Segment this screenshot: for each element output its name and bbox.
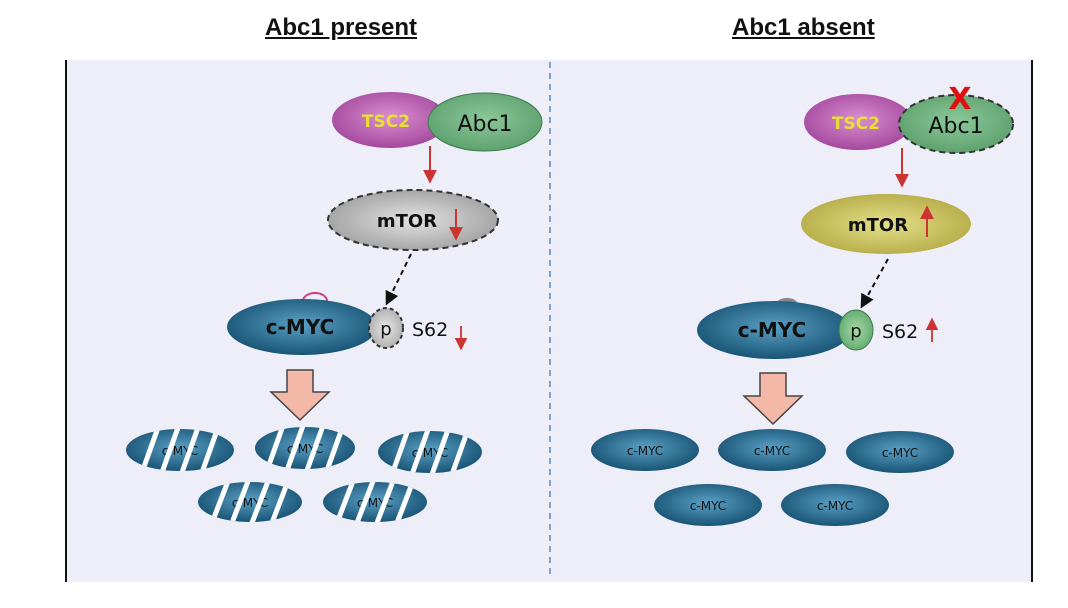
right-mtor-label: mTOR (848, 215, 908, 236)
right-product-label-1: c-MYC (627, 444, 663, 458)
left-mtor-to-p-arrow (385, 253, 412, 306)
left-phospho-label: p (380, 319, 391, 340)
left-s62-label: S62 (412, 319, 448, 341)
right-abc1-label: Abc1 (928, 114, 983, 139)
left-tsc2-label: TSC2 (362, 112, 410, 132)
left-block-arrow (269, 369, 331, 422)
left-tsc2-node (332, 92, 448, 148)
left-abc1-node (427, 92, 543, 152)
right-cmyc-product-3: c-MYC (846, 431, 954, 473)
left-degraded-cmyc-5: c-MYC (323, 482, 427, 522)
right-cmyc-product-2: c-MYC (718, 429, 826, 471)
right-abc1-node (898, 94, 1014, 154)
right-panel-title: Abc1 absent (732, 14, 875, 41)
left-residual-mark (302, 292, 328, 302)
right-tsc2-label: TSC2 (832, 114, 880, 134)
left-phospho-node (368, 307, 404, 349)
right-cmyc-product-1: c-MYC (591, 429, 699, 471)
right-s62-label: S62 (882, 321, 918, 343)
left-cmyc-node (227, 299, 377, 355)
right-tsc2-node (804, 94, 912, 150)
left-degraded-cmyc-3: c-MYC (378, 431, 482, 473)
right-cmyc-label: c-MYC (738, 318, 807, 342)
right-cmyc-product-4: c-MYC (654, 484, 762, 526)
right-product-label-4: c-MYC (690, 499, 726, 513)
left-cmyc-label: c-MYC (266, 315, 335, 339)
left-mtor-label: mTOR (377, 211, 437, 232)
right-abc1-knockout-mark: X (948, 82, 971, 117)
right-product-label-5: c-MYC (817, 499, 853, 513)
right-product-label-3: c-MYC (882, 446, 918, 460)
right-phospho-node (838, 309, 874, 351)
right-block-arrow (742, 372, 804, 426)
right-phospho-label: p (850, 321, 861, 342)
right-cmyc-node (697, 301, 851, 359)
left-panel-title: Abc1 present (265, 14, 418, 41)
right-cmyc-product-5: c-MYC (781, 484, 889, 526)
right-product-label-2: c-MYC (754, 444, 790, 458)
left-abc1-label: Abc1 (457, 112, 512, 137)
